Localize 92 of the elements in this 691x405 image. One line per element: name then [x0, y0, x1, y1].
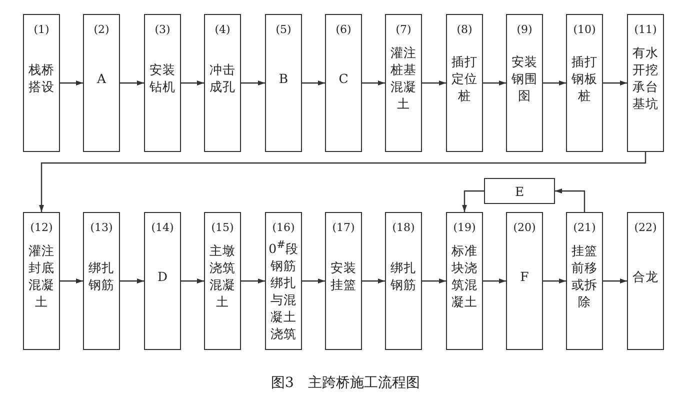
arrow [422, 278, 446, 284]
arrow [241, 80, 265, 86]
step-number: (18) [391, 221, 416, 234]
arrow [181, 278, 204, 284]
step-label: 安装挂篮 [330, 259, 358, 293]
step-label: 合龙 [632, 268, 660, 284]
step-label: 标准块浇筑混凝土 [450, 242, 478, 310]
step-label: D [156, 268, 169, 284]
step-number: (20) [512, 221, 537, 234]
step-box [627, 14, 664, 152]
step-label: 有水开挖承台基坑 [632, 44, 660, 112]
step-label: B [278, 70, 290, 86]
step-box [83, 212, 120, 350]
step-label: 安装钻机 [148, 61, 176, 95]
step-number: (11) [633, 23, 658, 36]
step-box [325, 14, 362, 152]
step-number: (8) [456, 23, 474, 36]
step-box [23, 212, 60, 350]
step-number: (10) [572, 23, 597, 36]
step-box [83, 14, 120, 152]
step-label: 冲击成孔 [208, 61, 236, 95]
step-label: A [96, 70, 108, 86]
arrow [120, 278, 144, 284]
step-number: (7) [394, 23, 412, 36]
step-label: 插打钢板桩 [570, 52, 598, 104]
step-number: (3) [154, 23, 172, 36]
arrow [543, 278, 566, 284]
step-box [446, 212, 483, 350]
step-label: 安装钢围囹 [510, 52, 538, 104]
step-label: 挂篮前移或拆除 [570, 242, 598, 310]
arrow [39, 152, 646, 212]
step-box [385, 14, 422, 152]
step-label: 灌注桩基混凝土 [390, 44, 418, 112]
step-number: (9) [516, 23, 534, 36]
step-number: (13) [89, 221, 114, 234]
step-label: 灌注封底混凝土 [28, 242, 56, 310]
step-number: (19) [452, 221, 477, 234]
step-number: (15) [210, 221, 235, 234]
step-box [265, 212, 302, 350]
step-label: 栈桥搭设 [28, 61, 56, 95]
step-label: 绑扎钢筋 [390, 259, 418, 293]
arrow [422, 80, 446, 86]
step-box [446, 14, 483, 152]
step-number: (17) [331, 221, 356, 234]
process-box [484, 178, 555, 204]
arrow [603, 278, 627, 284]
step-box [385, 212, 422, 350]
step-box [144, 212, 181, 350]
step-box [23, 14, 60, 152]
step-number: (4) [214, 23, 232, 36]
step-number: (12) [29, 221, 54, 234]
arrow [302, 278, 325, 284]
arrow [60, 278, 83, 284]
step-number: (5) [274, 23, 292, 36]
arrow [241, 278, 265, 284]
arrow [603, 80, 627, 86]
arrow [462, 190, 484, 212]
arrow [555, 188, 586, 212]
step-number: (14) [150, 221, 175, 234]
step-box [144, 14, 181, 152]
step-number: (21) [572, 221, 597, 234]
figure-caption: 图3 主跨桥施工流程图 [271, 374, 420, 392]
step-box [204, 212, 241, 350]
step-label: 0$^{#}$段钢筋绑扎与混凝土浇筑 [268, 238, 299, 342]
step-number: (22) [633, 221, 658, 234]
arrow [483, 80, 506, 86]
step-number: (6) [334, 23, 352, 36]
arrow [60, 80, 83, 86]
step-label: F [519, 268, 530, 284]
step-number: (2) [92, 23, 110, 36]
arrow [120, 80, 144, 86]
arrow [181, 80, 204, 86]
step-number: (16) [271, 221, 296, 234]
step-box [204, 14, 241, 152]
arrow [543, 80, 566, 86]
step-box [566, 14, 603, 152]
step-label: 绑扎钢筋 [88, 259, 116, 293]
step-box [265, 14, 302, 152]
step-box [627, 212, 664, 350]
step-box [325, 212, 362, 350]
arrow [483, 278, 506, 284]
step-box [506, 212, 543, 350]
arrow [362, 278, 385, 284]
arrow [362, 80, 385, 86]
step-label: 插打定位桩 [450, 52, 478, 104]
step-box [566, 212, 603, 350]
arrow [302, 80, 325, 86]
step-number: (1) [32, 23, 50, 36]
step-label: 主墩浇筑混凝土 [208, 242, 236, 310]
step-label: E [514, 182, 526, 200]
step-box [506, 14, 543, 152]
step-label: C [338, 70, 350, 86]
